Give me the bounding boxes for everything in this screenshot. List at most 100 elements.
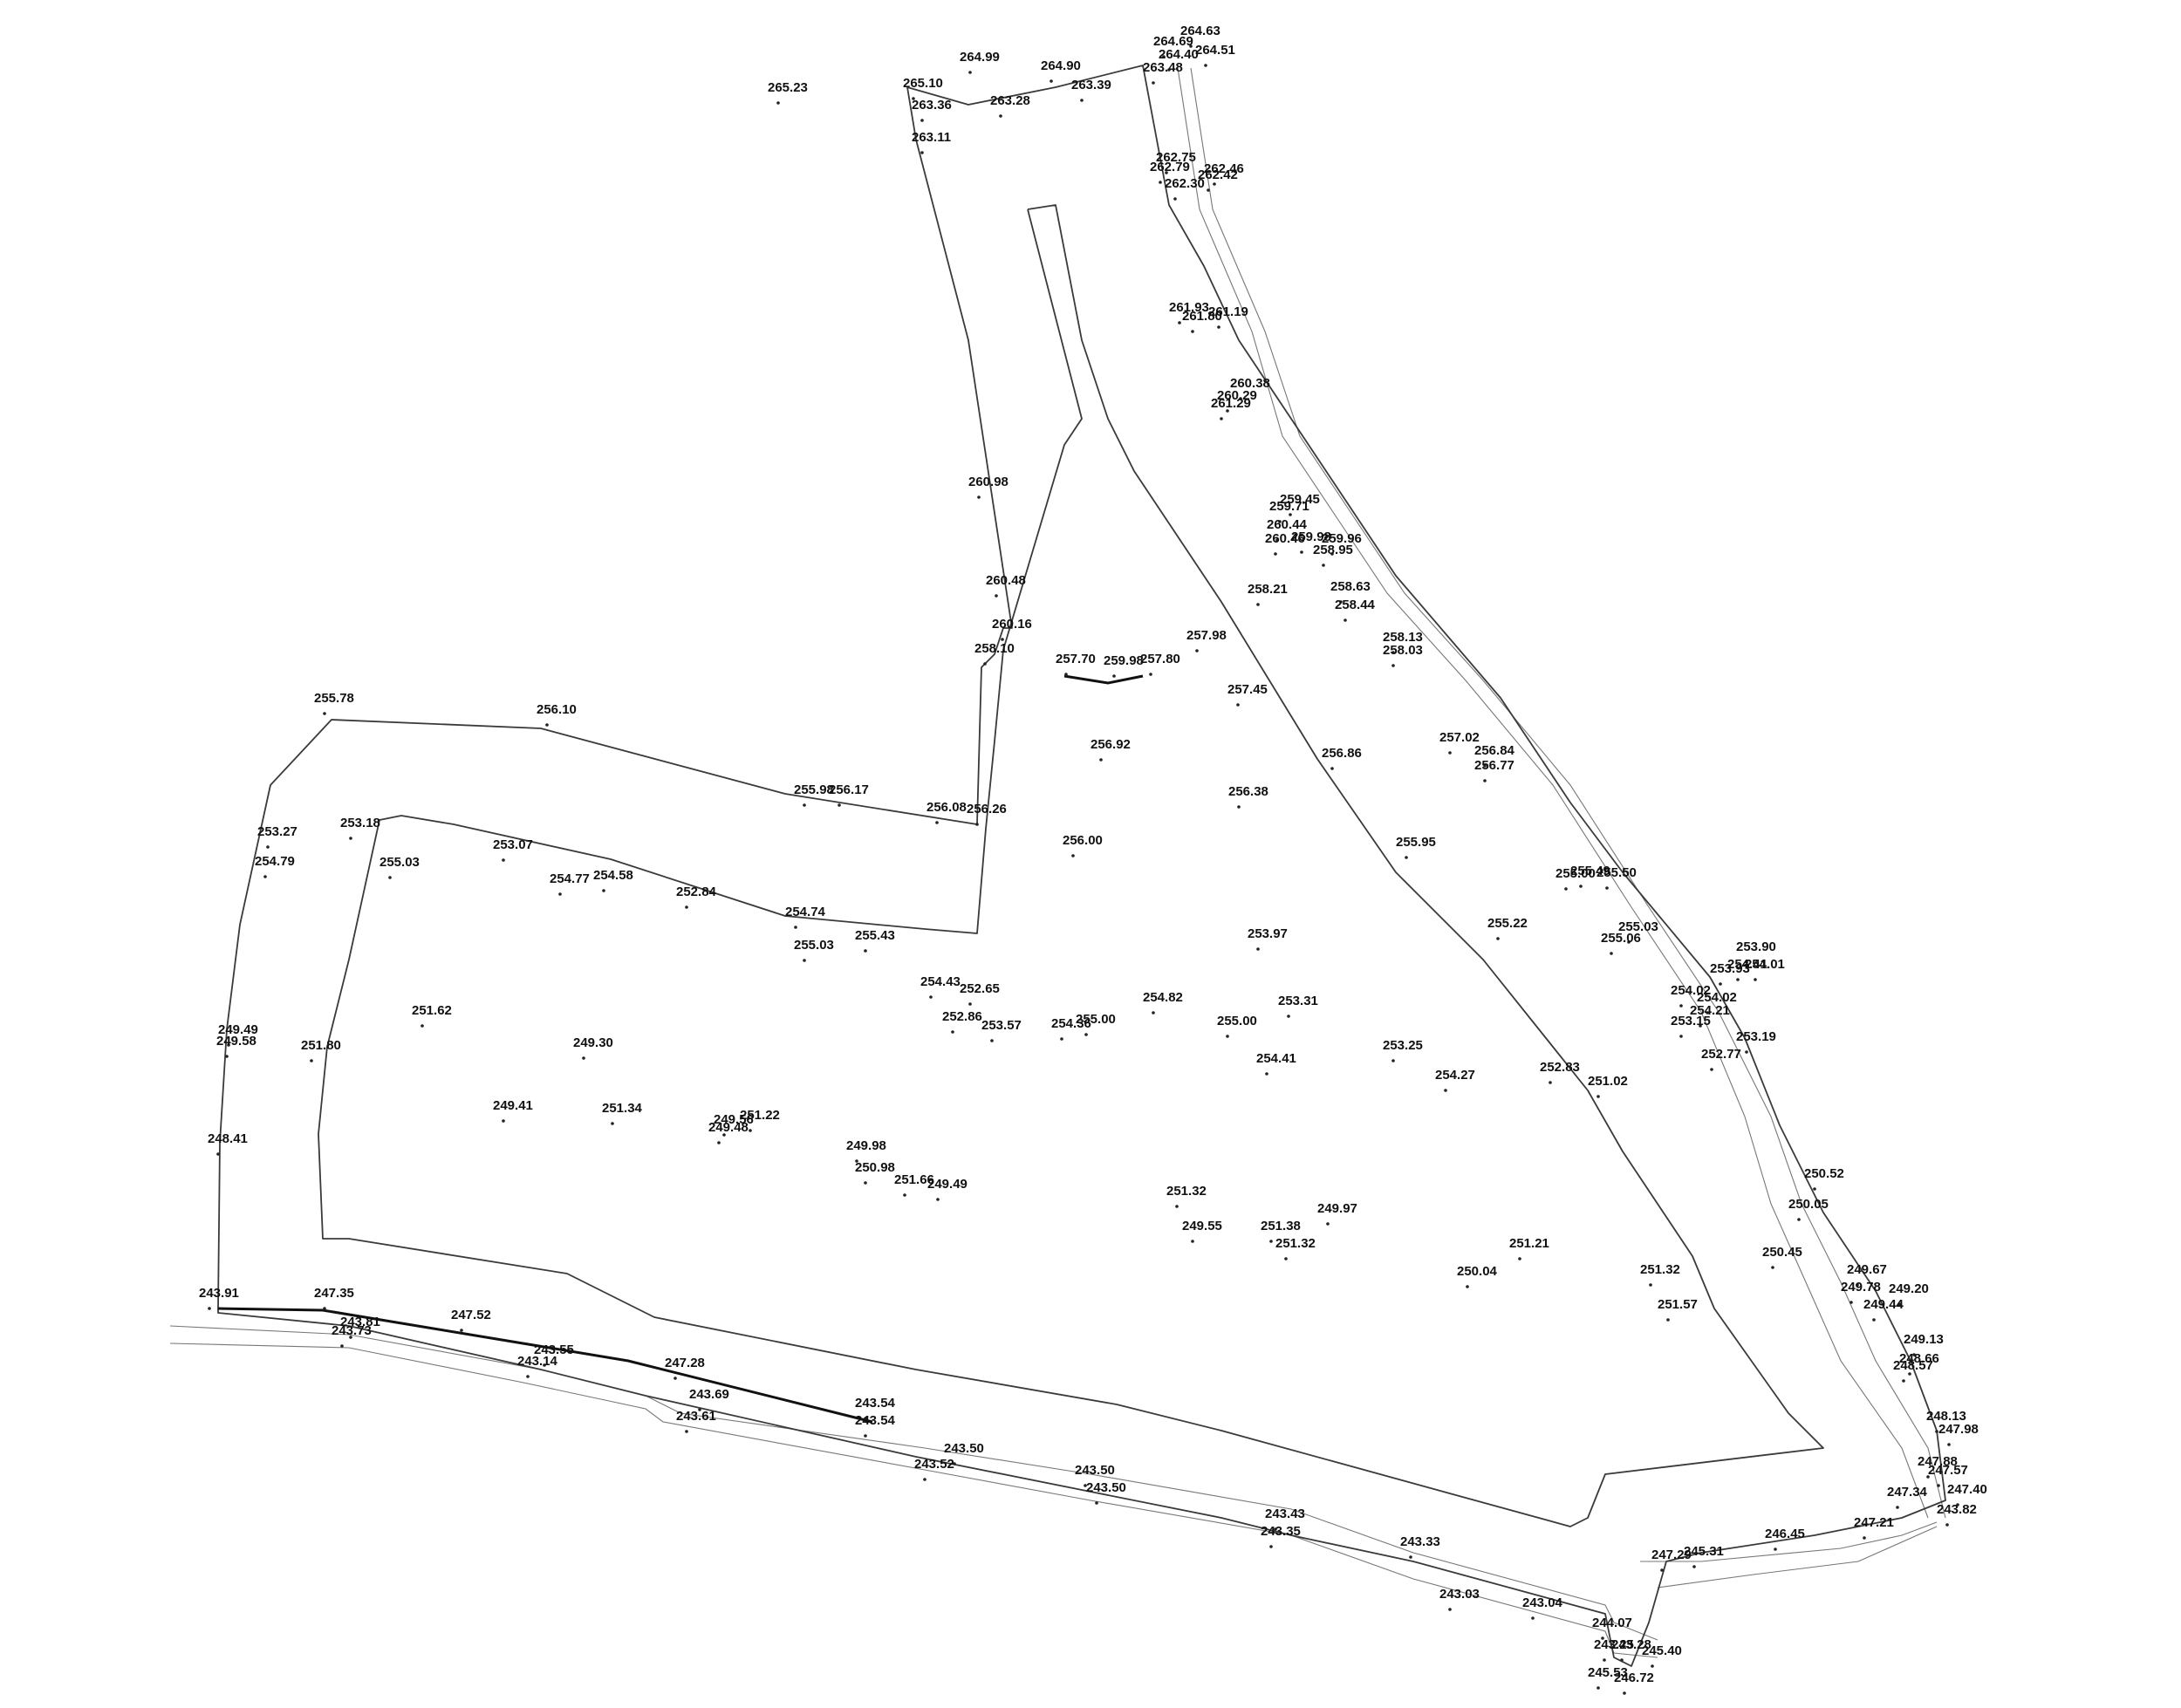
elevation-label: 249.44 — [1863, 1297, 1904, 1312]
elevation-label: 258.95 — [1313, 543, 1353, 557]
survey-point-marker — [1605, 886, 1609, 890]
elevation-label: 254.21 — [1690, 1003, 1730, 1018]
elevation-point: 259.71 — [1269, 499, 1309, 523]
elevation-label: 256.10 — [537, 702, 577, 717]
elevation-point: 254.58 — [593, 868, 633, 892]
elevation-label: 251.62 — [412, 1003, 452, 1018]
elevation-label: 256.86 — [1322, 746, 1362, 761]
elevation-label: 251.80 — [301, 1038, 341, 1053]
elevation-point: 247.34 — [1887, 1485, 1928, 1509]
elevation-label: 251.32 — [1275, 1236, 1316, 1251]
elevation-point: 251.34 — [602, 1101, 643, 1125]
elevation-point: 260.46 — [1265, 531, 1305, 556]
survey-point-marker — [1217, 325, 1220, 329]
survey-point-marker — [1167, 68, 1171, 72]
elevation-point: 262.75 — [1156, 150, 1196, 174]
survey-point-marker — [1084, 1033, 1088, 1036]
elevation-point: 260.38 — [1230, 376, 1270, 400]
elevation-point: 258.95 — [1313, 543, 1353, 567]
elevation-label: 253.57 — [981, 1018, 1022, 1033]
elevation-point: 264.99 — [960, 50, 1000, 74]
elevation-point: 244.07 — [1592, 1616, 1632, 1640]
elevation-label: 248.13 — [1926, 1409, 1966, 1424]
survey-point-marker — [1191, 330, 1194, 333]
survey-point-marker — [794, 926, 797, 929]
elevation-label: 264.90 — [1041, 58, 1081, 73]
elevation-label: 253.19 — [1736, 1029, 1776, 1044]
elevation-point: 249.20 — [1889, 1281, 1929, 1306]
elevation-label: 253.90 — [1736, 939, 1776, 954]
survey-point-marker — [1896, 1506, 1899, 1509]
elevation-label: 255.98 — [794, 782, 834, 797]
elevation-point: 256.10 — [537, 702, 577, 727]
elevation-label: 248.41 — [208, 1131, 248, 1146]
elevation-label: 263.36 — [912, 98, 952, 113]
elevation-label: 256.08 — [926, 800, 967, 815]
elevation-label: 254.79 — [255, 854, 295, 869]
elevation-point: 262.79 — [1150, 160, 1190, 184]
survey-point-marker — [1706, 1011, 1709, 1015]
survey-point-marker — [1391, 651, 1395, 654]
elevation-point: 255.03 — [794, 938, 834, 962]
elevation-point: 252.77 — [1701, 1047, 1741, 1071]
elevation-label: 243.91 — [199, 1286, 239, 1301]
survey-point-marker — [1195, 649, 1199, 652]
survey-point-marker — [1679, 1035, 1683, 1038]
elevation-label: 253.15 — [1671, 1014, 1711, 1028]
elevation-label: 254.41 — [1256, 1051, 1296, 1066]
survey-point-marker — [1902, 1379, 1905, 1383]
elevation-point: 254.79 — [255, 854, 295, 878]
survey-point-marker — [1620, 1658, 1624, 1662]
elevation-label: 251.66 — [894, 1172, 934, 1187]
elevation-label: 260.44 — [1267, 517, 1308, 532]
elevation-point: 256.17 — [829, 782, 869, 807]
elevation-label: 256.26 — [967, 802, 1007, 816]
elevation-point: 260.44 — [1267, 517, 1308, 542]
survey-point-marker — [1149, 673, 1152, 676]
elevation-point: 245.53 — [1588, 1665, 1628, 1690]
elevation-point: 254.43 — [920, 974, 961, 999]
survey-point-marker — [1610, 952, 1613, 955]
elevation-point: 243.50 — [1075, 1463, 1115, 1487]
elevation-point: 251.21 — [1509, 1236, 1549, 1261]
elevation-point: 254.77 — [550, 871, 590, 896]
elevation-label: 262.75 — [1156, 150, 1196, 165]
elevation-point: 249.13 — [1904, 1332, 1944, 1356]
elevation-label: 256.38 — [1228, 784, 1268, 799]
right-boundary-inner-line — [1177, 67, 1929, 1519]
elevation-label: 263.48 — [1143, 60, 1183, 75]
elevation-point: 253.97 — [1248, 926, 1288, 951]
survey-point-marker — [968, 71, 972, 74]
elevation-label: 249.67 — [1847, 1262, 1887, 1277]
survey-point-marker — [1596, 1686, 1600, 1690]
elevation-label: 256.77 — [1474, 758, 1514, 773]
elevation-label: 243.33 — [1400, 1534, 1440, 1549]
elevation-label: 251.34 — [602, 1101, 643, 1116]
elevation-label: 253.31 — [1278, 994, 1318, 1008]
elevation-label: 256.17 — [829, 782, 869, 797]
survey-point-marker — [1071, 854, 1075, 857]
elevation-label: 251.21 — [1509, 1236, 1549, 1251]
heavy-wall-south — [217, 1307, 873, 1424]
survey-point-marker — [1326, 1222, 1330, 1226]
elevation-label: 259.98 — [1104, 653, 1144, 668]
survey-point-marker — [1908, 1372, 1911, 1376]
survey-point-marker — [1226, 1035, 1229, 1038]
elevation-label: 264.99 — [960, 50, 1000, 65]
elevation-label: 253.97 — [1248, 926, 1288, 941]
heavy-wall-north — [1063, 674, 1144, 685]
elevation-label: 247.98 — [1938, 1422, 1979, 1437]
elevation-point: 255.03 — [379, 855, 420, 879]
survey-point-marker — [1173, 197, 1177, 201]
elevation-point: 255.00 — [1555, 866, 1596, 891]
elevation-label: 255.43 — [855, 928, 895, 943]
elevation-point: 261.93 — [1169, 300, 1209, 325]
elevation-label: 249.41 — [493, 1098, 533, 1113]
elevation-point: 259.98 — [1104, 653, 1144, 678]
elevation-point: 245.40 — [1642, 1643, 1682, 1668]
elevation-label: 261.93 — [1169, 300, 1209, 315]
elevation-point: 250.05 — [1788, 1197, 1829, 1221]
survey-point-marker — [1679, 1004, 1683, 1008]
elevation-label: 255.22 — [1487, 916, 1528, 931]
